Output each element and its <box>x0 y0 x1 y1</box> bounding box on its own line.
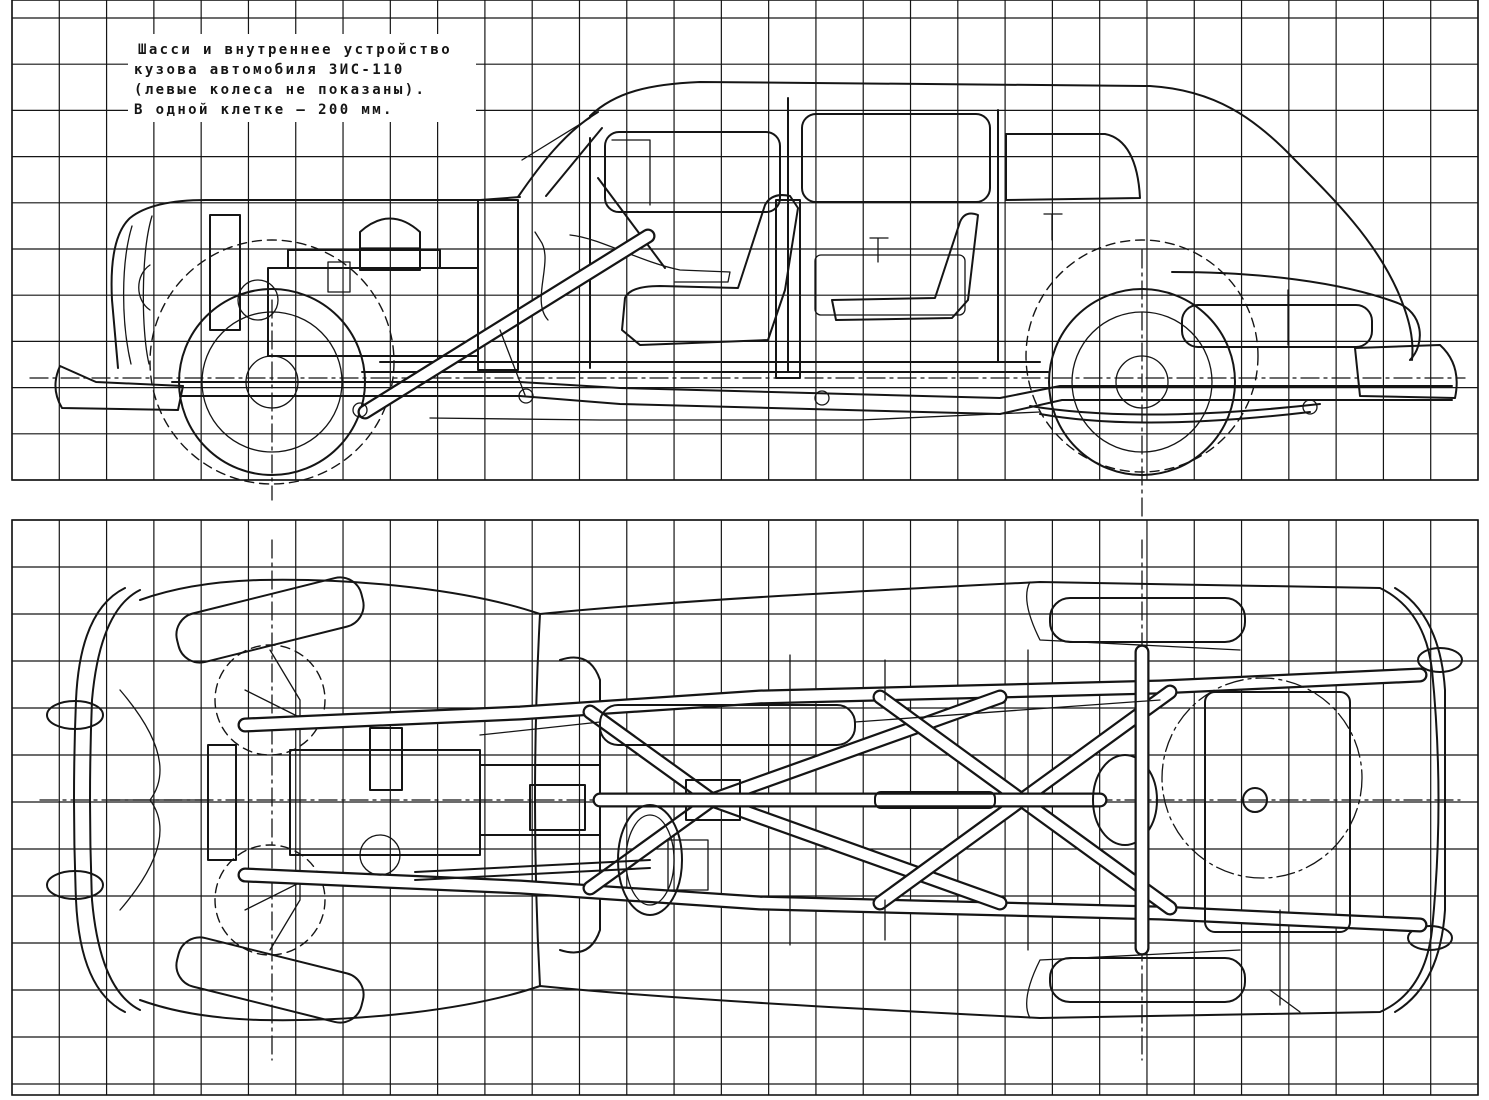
spare-wheel-circle-plan <box>1161 677 1363 879</box>
body-outline-plan <box>139 578 1440 1022</box>
fuel-tank-plan <box>1204 691 1351 933</box>
caption-line-1: Шасси и внутреннее устройство <box>138 42 452 58</box>
front-seat-side <box>621 194 799 346</box>
front-bumper-guard-top <box>46 700 104 730</box>
front-wheel-bottom-plan <box>175 936 365 1024</box>
rear-bumper-plan <box>1394 587 1446 1013</box>
rear-fender-side <box>1171 271 1421 361</box>
fan-side <box>237 279 279 321</box>
front-seat-back-side <box>775 199 801 379</box>
front-suspension-plan <box>244 649 306 951</box>
engine-head-side <box>287 249 441 269</box>
armrest-pocket <box>814 254 966 316</box>
steering-column-plan <box>414 859 651 881</box>
rear-wheel-bottom-plan <box>1049 957 1246 1003</box>
steering-wheel-side <box>597 177 666 269</box>
front-bumper-plan <box>73 587 141 1013</box>
front-door-edges <box>589 97 789 373</box>
pedal-box-plan <box>667 839 709 891</box>
front-door-window <box>604 131 781 213</box>
vent-window <box>611 139 651 206</box>
gear-lever-side <box>499 329 526 396</box>
body-sill-side <box>361 361 1049 373</box>
dashboard-side <box>569 234 731 283</box>
rear-fender-plan <box>1026 581 1241 1019</box>
crossmember-joint-side <box>814 390 830 406</box>
firewall-side <box>477 199 519 371</box>
hood-fender-outline <box>110 196 521 369</box>
side-view-panel <box>11 0 1479 481</box>
steering-wheel-plan <box>617 804 683 916</box>
steering-wheel-rim-plan <box>625 814 675 906</box>
caption-box <box>128 34 476 122</box>
rear-quarter-window <box>1005 133 1141 201</box>
rear-door-handle <box>1043 213 1063 241</box>
rear-wheel-travel-side <box>1025 239 1259 473</box>
wiper-side <box>521 117 591 161</box>
air-cleaner-plan <box>369 727 403 791</box>
frame-rail-bottom-plan-inner <box>239 869 1426 931</box>
clutch-housing-plan <box>529 784 586 831</box>
rear-bumper-side <box>1354 344 1458 399</box>
spare-tire-side <box>1181 304 1373 348</box>
plan-view-panel <box>11 519 1479 1096</box>
rear-seat-side <box>831 212 979 321</box>
oil-filter-side <box>327 261 351 293</box>
hood-center-plan <box>109 689 211 911</box>
exhaust-pipe-plan <box>479 699 1161 736</box>
rear-bumper-guard-bottom <box>1407 925 1453 951</box>
grille-side <box>122 215 153 365</box>
front-bumper-side <box>54 365 184 411</box>
rear-bumper-guard-top <box>1417 647 1463 673</box>
frame-joint-side <box>518 388 534 404</box>
plan-view <box>39 539 1463 1061</box>
grid <box>11 0 1479 1095</box>
rear-door-window <box>801 113 991 203</box>
front-shock-side <box>352 402 368 418</box>
muffler-plan <box>599 704 856 746</box>
side-view <box>29 81 1466 517</box>
rear-wheel-rim-side <box>1071 311 1213 453</box>
air-cleaner-side <box>359 217 421 271</box>
rear-wheel-top-plan <box>1049 597 1246 643</box>
radiator-plan <box>207 744 237 861</box>
front-wheel-arc-top-plan <box>214 644 326 756</box>
pedal-side <box>534 231 549 321</box>
front-wheel-arc-bottom-plan <box>214 844 326 956</box>
differential-plan <box>1092 754 1158 846</box>
caption-line-3: (левые колеса не показаны). <box>134 82 426 98</box>
frame-rail-side <box>171 381 1453 415</box>
steering-column-side-inner <box>359 230 654 418</box>
frame-rail-top-plan-inner <box>239 669 1426 731</box>
engine-block-side <box>267 267 479 357</box>
headlamp-side <box>138 264 151 311</box>
fuel-filler-plan <box>1242 787 1268 813</box>
rear-wheel-hub-side <box>1115 355 1169 409</box>
distributor-plan <box>359 834 401 876</box>
rear-wheel-tire-side <box>1048 288 1236 476</box>
front-bumper-guard-bottom <box>46 870 104 900</box>
front-door-handle <box>869 237 889 263</box>
rear-leaf-spring-side <box>1029 403 1321 424</box>
driveshaft-tube-plan <box>874 791 996 809</box>
front-wheel-top-plan <box>175 576 365 664</box>
caption-line-4: В одной клетке — 200 мм. <box>134 102 394 118</box>
spring-shackle-side <box>1302 399 1318 415</box>
radiator-side <box>209 214 241 331</box>
underbody-side <box>429 411 1041 421</box>
tail-pipe-plan <box>1269 909 1301 1013</box>
caption-line-2: кузова автомобиля ЗИС-110 <box>134 62 405 78</box>
roof-outline <box>589 81 1414 361</box>
